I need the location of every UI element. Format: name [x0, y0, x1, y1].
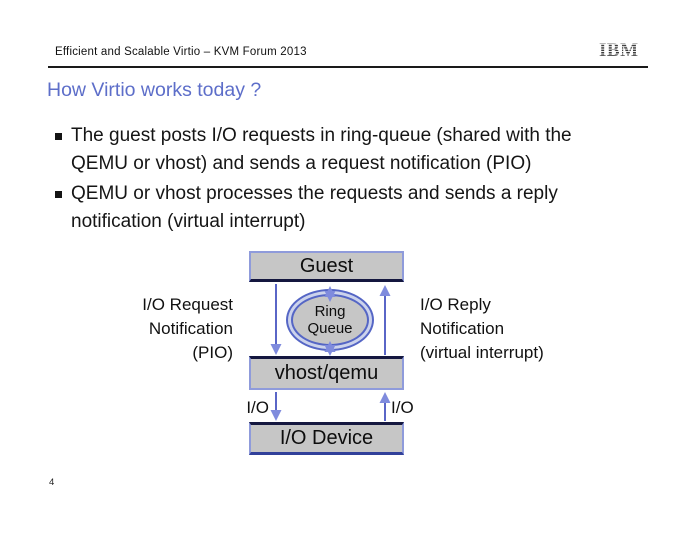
guest-node: Guest — [249, 251, 404, 282]
bullet-item: The guest posts I/O requests in ring-que… — [55, 122, 660, 177]
ibm-logo-icon: IBM — [599, 40, 639, 59]
ibm-logo-text: IBM — [599, 40, 639, 59]
bullet-marker-icon — [55, 133, 62, 140]
request-notification-label: I/O Request Notification (PIO) — [142, 295, 233, 362]
bullet-marker-icon — [55, 191, 62, 198]
io-device-node-label: I/O Device — [279, 427, 374, 449]
ring-queue-node: Ring Queue — [286, 289, 374, 351]
io-left-label: I/O — [246, 398, 269, 417]
vhost-qemu-node: vhost/qemu — [249, 356, 404, 390]
bullet-text: The guest posts I/O requests in ring-que… — [71, 125, 572, 174]
guest-node-label: Guest — [299, 254, 354, 277]
bullet-list: The guest posts I/O requests in ring-que… — [55, 122, 660, 238]
header-divider — [48, 66, 648, 68]
page-number: 4 — [49, 477, 55, 488]
bullet-item: QEMU or vhost processes the requests and… — [55, 180, 660, 235]
slide-header-title: Efficient and Scalable Virtio – KVM Foru… — [55, 46, 307, 58]
bullet-text: QEMU or vhost processes the requests and… — [71, 183, 558, 232]
page-title: How Virtio works today ? — [47, 79, 262, 101]
io-right-label: I/O — [391, 398, 414, 417]
reply-notification-label: I/O Reply Notification (virtual interrup… — [420, 295, 544, 362]
vhost-qemu-node-label: vhost/qemu — [274, 362, 379, 384]
io-device-node: I/O Device — [249, 422, 404, 455]
ring-queue-label: Ring Queue — [307, 303, 353, 337]
